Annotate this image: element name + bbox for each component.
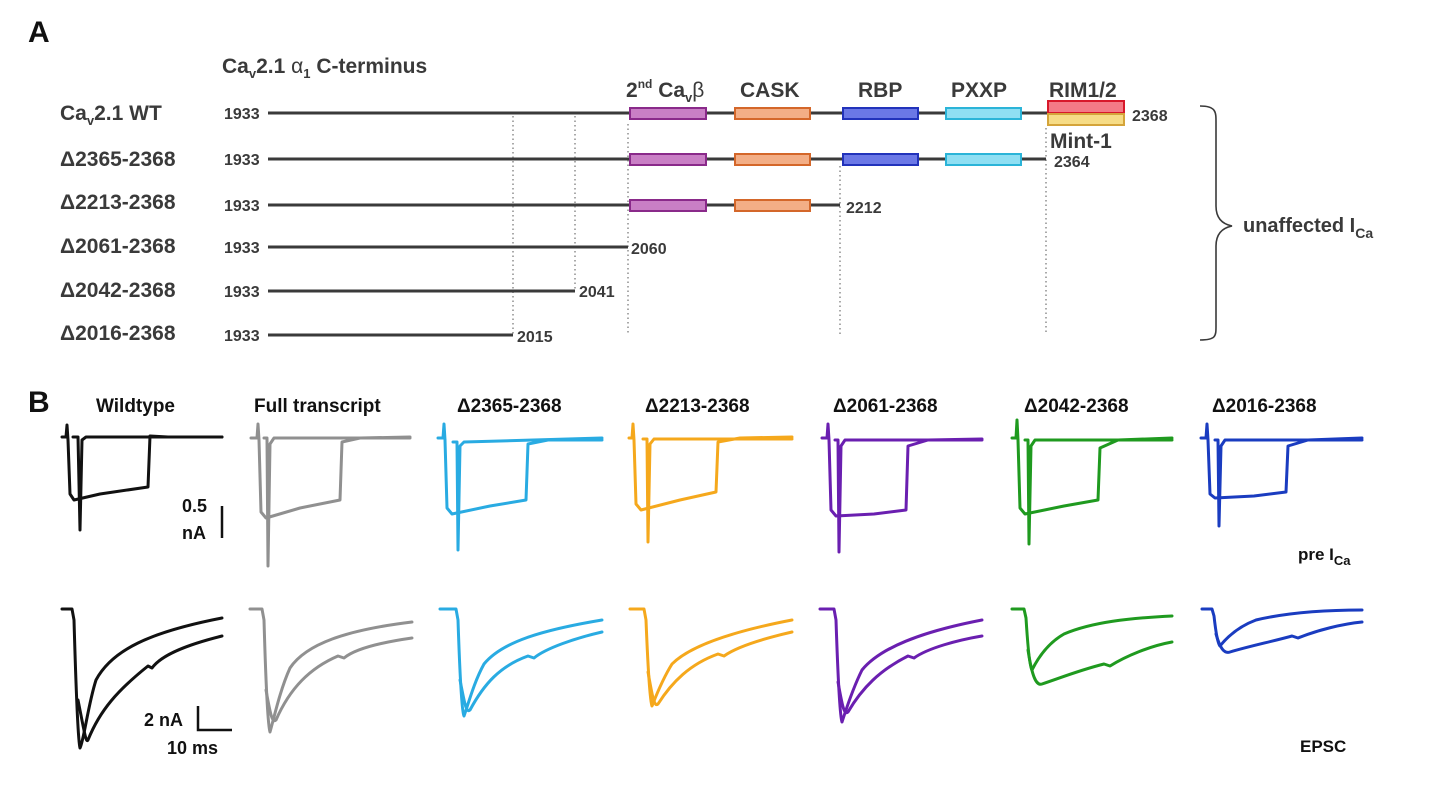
ica-trace-full-short [262, 436, 412, 568]
domain-label-pxxp: PXXP [951, 79, 1007, 102]
domain-box-wt-mint [1047, 113, 1125, 126]
row-label-d2365: Δ2365-2368 [60, 148, 176, 171]
domain-box-d2365-rbp [842, 153, 919, 166]
ica-trace-d2042-short [1023, 438, 1174, 546]
domain-box-wt-cavbeta [629, 107, 707, 120]
ica-trace-d2016-short [1213, 438, 1364, 528]
row-label-wt: Cav2.1 WT [60, 102, 162, 128]
ica-trace-d2213-long [627, 422, 794, 512]
row-start-d2016: 1933 [224, 328, 260, 345]
row-end-wt: 2368 [1132, 108, 1168, 125]
trace-title-d2061: Δ2061-2368 [833, 396, 938, 417]
domain-label-mint: Mint-1 [1050, 130, 1112, 153]
row-label-d2061: Δ2061-2368 [60, 235, 176, 258]
epsc-trace-d2213-fast [628, 607, 794, 708]
epsc-trace-d2365-fast [438, 607, 604, 718]
domain-box-d2213-cavbeta [629, 199, 707, 212]
row-end-d2365: 2364 [1054, 154, 1090, 171]
epsc-trace-full-fast [248, 607, 414, 734]
epsc-trace-d2061-slow [836, 634, 984, 715]
ica-scale-unit: nA [182, 523, 206, 543]
trace-title-full-transcript: Full transcript [254, 396, 381, 417]
ica-scale-value: 0.5 [182, 496, 207, 516]
domain-box-wt-pxxp [945, 107, 1022, 120]
epsc-label: EPSC [1300, 737, 1346, 756]
ica-trace-d2042-long [1010, 418, 1174, 516]
epsc-trace-d2016-fast [1200, 607, 1364, 648]
domain-box-d2213-cask [734, 199, 811, 212]
row-start-d2365: 1933 [224, 152, 260, 169]
row-label-d2016: Δ2016-2368 [60, 322, 176, 345]
epsc-trace-d2061-fast [818, 607, 984, 724]
domain-box-d2365-cask [734, 153, 811, 166]
pre-ica-label: pre ICa [1298, 545, 1351, 568]
epsc-trace-d2016-slow [1214, 620, 1364, 654]
domain-box-d2365-cavbeta [629, 153, 707, 166]
trace-title-d2365: Δ2365-2368 [457, 396, 562, 417]
ica-trace-d2213-short [641, 437, 794, 544]
row-start-d2061: 1933 [224, 240, 260, 257]
row-start-d2213: 1933 [224, 198, 260, 215]
epsc-trace-wildtype-fast [60, 607, 224, 750]
epsc-trace-full-slow [264, 636, 414, 723]
ica-trace-d2016-long [1199, 422, 1364, 500]
domain-label-rbp: RBP [858, 79, 902, 102]
panel-a-letter: A [28, 16, 50, 49]
epsc-trace-d2042-fast [1010, 607, 1174, 672]
curly-brace [1199, 105, 1233, 341]
epsc-trace-wildtype-slow [76, 634, 224, 743]
row-end-d2213: 2212 [846, 200, 882, 217]
epsc-trace-d2042-slow [1026, 640, 1174, 686]
panel-a-heading: Cav2.1 α1 C-terminus [222, 55, 427, 81]
epsc-trace-d2365-slow [458, 630, 604, 713]
backbones [268, 111, 1125, 337]
epsc-scale-amp: 2 nA [144, 710, 183, 730]
ica-trace-d2061-short [833, 438, 984, 554]
row-start-d2042: 1933 [224, 284, 260, 301]
trace-title-d2213: Δ2213-2368 [645, 396, 750, 417]
domain-label-rim: RIM1/2 [1049, 79, 1117, 102]
domain-box-wt-rim [1047, 100, 1125, 114]
ica-trace-d2061-long [820, 422, 984, 518]
row-label-d2213: Δ2213-2368 [60, 191, 176, 214]
epsc-scale-time: 10 ms [167, 738, 218, 758]
row-end-d2061: 2060 [631, 241, 667, 258]
unaffected-ica-label: unaffected ICa [1243, 215, 1373, 241]
domain-label-cask: CASK [740, 79, 800, 102]
epsc-trace-d2213-slow [646, 630, 794, 707]
row-label-d2042: Δ2042-2368 [60, 279, 176, 302]
domain-box-d2365-pxxp [945, 153, 1022, 166]
domain-box-wt-rbp [842, 107, 919, 120]
trace-title-wildtype: Wildtype [96, 396, 175, 417]
domain-box-wt-cask [734, 107, 811, 120]
trace-title-d2042: Δ2042-2368 [1024, 396, 1129, 417]
domain-label-cavbeta: 2nd Cavβ [626, 77, 704, 105]
row-end-d2042: 2041 [579, 284, 615, 301]
row-end-d2016: 2015 [517, 329, 553, 346]
panel-b-letter: B [28, 386, 50, 419]
ica-trace-d2365-long [436, 422, 604, 516]
epsc-scale-bar [196, 706, 232, 732]
ica-trace-full-long [249, 422, 412, 520]
row-start-wt: 1933 [224, 106, 260, 123]
ica-trace-wildtype-short [71, 435, 224, 532]
trace-title-d2016: Δ2016-2368 [1212, 396, 1317, 417]
ica-trace-d2365-short [451, 436, 604, 552]
guide-lines [512, 116, 1047, 334]
